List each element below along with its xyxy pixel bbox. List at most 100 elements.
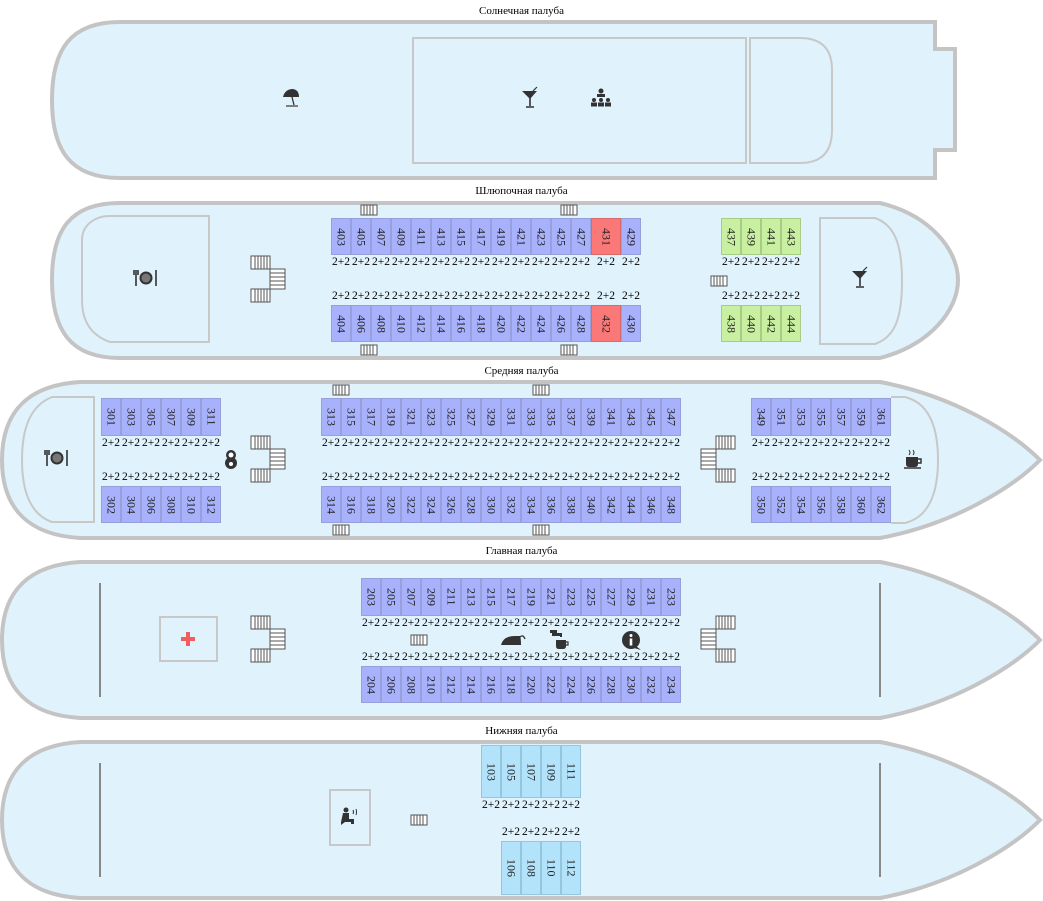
cabin-419[interactable]: 419 [491, 218, 511, 255]
cabin-220[interactable]: 220 [521, 666, 541, 703]
cabin-207[interactable]: 207 [401, 578, 421, 616]
cabin-208[interactable]: 208 [401, 666, 421, 703]
cabin-204[interactable]: 204 [361, 666, 381, 703]
cabin-342[interactable]: 342 [601, 486, 621, 523]
cabin-330[interactable]: 330 [481, 486, 501, 523]
cabin-430[interactable]: 430 [621, 305, 641, 342]
cabin-349[interactable]: 349 [751, 398, 771, 436]
cabin-321[interactable]: 321 [401, 398, 421, 436]
cabin-313[interactable]: 313 [321, 398, 341, 436]
cabin-105[interactable]: 105 [501, 745, 521, 798]
cabin-440[interactable]: 440 [741, 305, 761, 342]
cabin-335[interactable]: 335 [541, 398, 561, 436]
cabin-415[interactable]: 415 [451, 218, 471, 255]
cabin-357[interactable]: 357 [831, 398, 851, 436]
cabin-420[interactable]: 420 [491, 305, 511, 342]
cabin-320[interactable]: 320 [381, 486, 401, 523]
cabin-318[interactable]: 318 [361, 486, 381, 523]
cabin-332[interactable]: 332 [501, 486, 521, 523]
cabin-225[interactable]: 225 [581, 578, 601, 616]
cabin-422[interactable]: 422 [511, 305, 531, 342]
cabin-331[interactable]: 331 [501, 398, 521, 436]
cabin-218[interactable]: 218 [501, 666, 521, 703]
cabin-334[interactable]: 334 [521, 486, 541, 523]
cabin-339[interactable]: 339 [581, 398, 601, 436]
cabin-432[interactable]: 432 [591, 305, 621, 342]
cabin-437[interactable]: 437 [721, 218, 741, 255]
cabin-344[interactable]: 344 [621, 486, 641, 523]
cabin-336[interactable]: 336 [541, 486, 561, 523]
cabin-416[interactable]: 416 [451, 305, 471, 342]
cabin-362[interactable]: 362 [871, 486, 891, 523]
cabin-327[interactable]: 327 [461, 398, 481, 436]
cabin-227[interactable]: 227 [601, 578, 621, 616]
cabin-413[interactable]: 413 [431, 218, 451, 255]
cabin-108[interactable]: 108 [521, 841, 541, 895]
cabin-314[interactable]: 314 [321, 486, 341, 523]
cabin-323[interactable]: 323 [421, 398, 441, 436]
cabin-224[interactable]: 224 [561, 666, 581, 703]
cabin-346[interactable]: 346 [641, 486, 661, 523]
cabin-352[interactable]: 352 [771, 486, 791, 523]
cabin-355[interactable]: 355 [811, 398, 831, 436]
cabin-209[interactable]: 209 [421, 578, 441, 616]
cabin-353[interactable]: 353 [791, 398, 811, 436]
cabin-404[interactable]: 404 [331, 305, 351, 342]
cabin-441[interactable]: 441 [761, 218, 781, 255]
cabin-427[interactable]: 427 [571, 218, 591, 255]
cabin-444[interactable]: 444 [781, 305, 801, 342]
cabin-214[interactable]: 214 [461, 666, 481, 703]
cabin-206[interactable]: 206 [381, 666, 401, 703]
cabin-417[interactable]: 417 [471, 218, 491, 255]
cabin-425[interactable]: 425 [551, 218, 571, 255]
cabin-229[interactable]: 229 [621, 578, 641, 616]
cabin-333[interactable]: 333 [521, 398, 541, 436]
cabin-219[interactable]: 219 [521, 578, 541, 616]
cabin-360[interactable]: 360 [851, 486, 871, 523]
cabin-361[interactable]: 361 [871, 398, 891, 436]
cabin-350[interactable]: 350 [751, 486, 771, 523]
cabin-303[interactable]: 303 [121, 398, 141, 436]
cabin-358[interactable]: 358 [831, 486, 851, 523]
cabin-340[interactable]: 340 [581, 486, 601, 523]
cabin-345[interactable]: 345 [641, 398, 661, 436]
cabin-316[interactable]: 316 [341, 486, 361, 523]
cabin-301[interactable]: 301 [101, 398, 121, 436]
cabin-217[interactable]: 217 [501, 578, 521, 616]
cabin-230[interactable]: 230 [621, 666, 641, 703]
cabin-112[interactable]: 112 [561, 841, 581, 895]
cabin-315[interactable]: 315 [341, 398, 361, 436]
cabin-338[interactable]: 338 [561, 486, 581, 523]
cabin-322[interactable]: 322 [401, 486, 421, 523]
cabin-411[interactable]: 411 [411, 218, 431, 255]
cabin-343[interactable]: 343 [621, 398, 641, 436]
cabin-406[interactable]: 406 [351, 305, 371, 342]
cabin-426[interactable]: 426 [551, 305, 571, 342]
cabin-232[interactable]: 232 [641, 666, 661, 703]
cabin-307[interactable]: 307 [161, 398, 181, 436]
cabin-308[interactable]: 308 [161, 486, 181, 523]
cabin-110[interactable]: 110 [541, 841, 561, 895]
cabin-424[interactable]: 424 [531, 305, 551, 342]
cabin-205[interactable]: 205 [381, 578, 401, 616]
cabin-405[interactable]: 405 [351, 218, 371, 255]
cabin-412[interactable]: 412 [411, 305, 431, 342]
cabin-306[interactable]: 306 [141, 486, 161, 523]
cabin-103[interactable]: 103 [481, 745, 501, 798]
cabin-421[interactable]: 421 [511, 218, 531, 255]
cabin-311[interactable]: 311 [201, 398, 221, 436]
cabin-210[interactable]: 210 [421, 666, 441, 703]
cabin-215[interactable]: 215 [481, 578, 501, 616]
cabin-326[interactable]: 326 [441, 486, 461, 523]
cabin-431[interactable]: 431 [591, 218, 621, 255]
cabin-341[interactable]: 341 [601, 398, 621, 436]
cabin-203[interactable]: 203 [361, 578, 381, 616]
cabin-310[interactable]: 310 [181, 486, 201, 523]
cabin-302[interactable]: 302 [101, 486, 121, 523]
cabin-428[interactable]: 428 [571, 305, 591, 342]
cabin-438[interactable]: 438 [721, 305, 741, 342]
cabin-319[interactable]: 319 [381, 398, 401, 436]
cabin-212[interactable]: 212 [441, 666, 461, 703]
cabin-409[interactable]: 409 [391, 218, 411, 255]
cabin-231[interactable]: 231 [641, 578, 661, 616]
